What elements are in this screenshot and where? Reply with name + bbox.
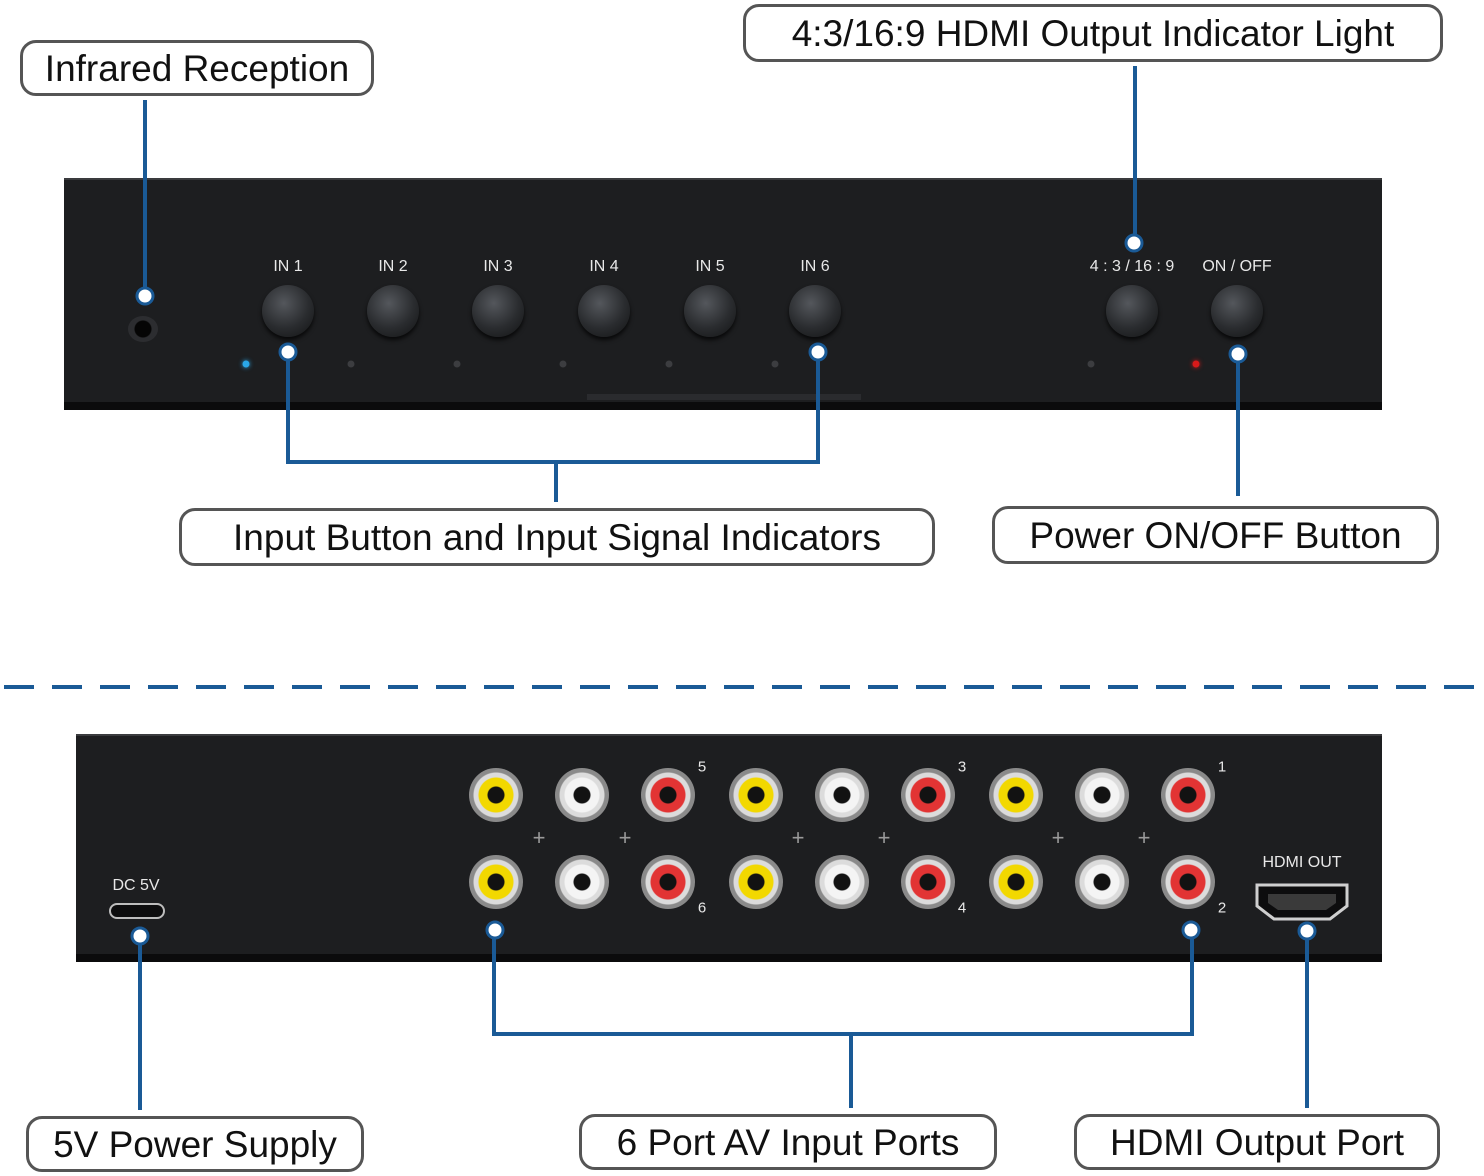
marker-dot	[1297, 921, 1317, 941]
rca-white-port	[815, 855, 869, 909]
port-number: 2	[1217, 899, 1227, 917]
rca-yellow-port	[989, 855, 1043, 909]
input-buttons-leader	[286, 352, 820, 502]
input-6-indicator	[771, 360, 779, 368]
aspect-ratio-button[interactable]	[1106, 285, 1158, 337]
power-indicator	[1192, 360, 1200, 368]
input-2-indicator	[347, 360, 355, 368]
rca-white-port	[555, 768, 609, 822]
marker-dot	[1228, 344, 1248, 364]
aspect-button-label: 4 : 3 / 16 : 9	[1089, 258, 1175, 275]
power-button-label: ON / OFF	[1202, 258, 1272, 275]
plus-marker: +	[532, 825, 546, 850]
rca-yellow-port	[469, 768, 523, 822]
av-inputs-leader	[492, 930, 1194, 1108]
rca-yellow-port	[729, 768, 783, 822]
port-number: 4	[957, 899, 967, 917]
marker-dot	[278, 342, 298, 362]
rca-red-port	[641, 768, 695, 822]
front-input-label: IN 5	[695, 258, 725, 275]
port-number: 3	[957, 758, 967, 776]
callout-aspect-indicator: 4:3/16:9 HDMI Output Indicator Light	[743, 4, 1443, 62]
callout-power-button: Power ON/OFF Button	[992, 506, 1439, 564]
plus-marker: +	[877, 825, 891, 850]
hdmi-label: HDMI OUT	[1262, 854, 1342, 871]
front-input-label: IN 4	[589, 258, 619, 275]
callout-power-supply: 5V Power Supply	[26, 1116, 364, 1172]
rca-white-port	[1075, 768, 1129, 822]
callout-input-buttons: Input Button and Input Signal Indicators	[179, 508, 935, 566]
hdmi-port	[1255, 883, 1349, 921]
marker-dot	[135, 286, 155, 306]
input-1-button[interactable]	[262, 285, 314, 337]
front-panel-foot	[587, 394, 861, 400]
rca-yellow-port	[989, 768, 1043, 822]
front-input-label: IN 1	[273, 258, 303, 275]
plus-marker: +	[791, 825, 805, 850]
marker-dot	[808, 342, 828, 362]
callout-infrared-reception: Infrared Reception	[20, 40, 374, 96]
rca-red-port	[641, 855, 695, 909]
front-input-label: IN 6	[800, 258, 830, 275]
callout-hdmi-output: HDMI Output Port	[1074, 1114, 1440, 1170]
rca-yellow-port	[729, 855, 783, 909]
rca-white-port	[815, 768, 869, 822]
callout-av-inputs: 6 Port AV Input Ports	[579, 1114, 997, 1170]
power-button[interactable]	[1211, 285, 1263, 337]
input-5-button[interactable]	[684, 285, 736, 337]
plus-marker: +	[1051, 825, 1065, 850]
input-1-indicator	[242, 360, 250, 368]
marker-dot	[485, 920, 505, 940]
port-number: 5	[697, 758, 707, 776]
rca-red-port	[1161, 768, 1215, 822]
rca-yellow-port	[469, 855, 523, 909]
dc-label: DC 5V	[112, 877, 160, 894]
marker-dot	[130, 926, 150, 946]
infrared-sensor	[128, 316, 158, 342]
port-number: 1	[1217, 758, 1227, 776]
input-4-indicator	[559, 360, 567, 368]
input-3-button[interactable]	[472, 285, 524, 337]
front-input-label: IN 2	[378, 258, 408, 275]
rca-red-port	[901, 855, 955, 909]
front-panel-base	[64, 402, 1382, 410]
rear-panel-base	[76, 954, 1382, 962]
aspect-indicator	[1087, 360, 1095, 368]
rca-white-port	[1075, 855, 1129, 909]
input-3-indicator	[453, 360, 461, 368]
rca-red-port	[1161, 855, 1215, 909]
rca-red-port	[901, 768, 955, 822]
usb-c-port	[109, 903, 165, 919]
input-6-button[interactable]	[789, 285, 841, 337]
marker-dot	[1124, 233, 1144, 253]
rca-white-port	[555, 855, 609, 909]
port-number: 6	[697, 899, 707, 917]
marker-dot	[1181, 920, 1201, 940]
input-5-indicator	[665, 360, 673, 368]
plus-marker: +	[1137, 825, 1151, 850]
front-input-label: IN 3	[483, 258, 513, 275]
input-2-button[interactable]	[367, 285, 419, 337]
plus-marker: +	[618, 825, 632, 850]
rear-panel	[76, 734, 1382, 956]
input-4-button[interactable]	[578, 285, 630, 337]
